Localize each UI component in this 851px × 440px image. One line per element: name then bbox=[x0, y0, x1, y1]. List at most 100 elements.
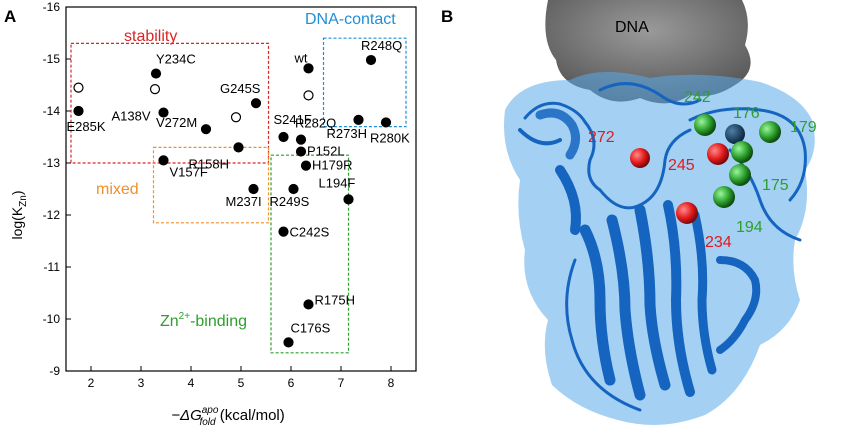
y-tick-label: -14 bbox=[43, 104, 61, 118]
y-tick-label: -16 bbox=[43, 0, 61, 14]
sphere-dark-icon bbox=[725, 124, 745, 144]
y-axis-title-sub: Zn bbox=[18, 195, 29, 207]
residue-label-245: 245 bbox=[668, 157, 695, 174]
x-axis-title-suffix: (kcal/mol) bbox=[216, 407, 285, 424]
sphere-green-194-icon bbox=[713, 186, 735, 208]
group-label-mixed: mixed bbox=[96, 181, 139, 198]
x-axis-title-prefix: −ΔG bbox=[171, 407, 202, 424]
data-point bbox=[380, 117, 392, 128]
data-point bbox=[288, 183, 299, 195]
x-tick-label: 7 bbox=[338, 376, 345, 390]
residue-label-175: 175 bbox=[762, 177, 789, 194]
point-label: L194F bbox=[319, 175, 356, 190]
sphere-green-175-icon bbox=[729, 164, 751, 186]
zn-end: -binding bbox=[190, 313, 247, 330]
group-label-zn-binding: Zn2+-binding bbox=[160, 311, 247, 330]
group-box-dna-contact bbox=[322, 37, 407, 128]
point-label: R273H bbox=[327, 126, 367, 141]
residue-label-194: 194 bbox=[736, 219, 763, 236]
y-tick-label: -15 bbox=[43, 52, 61, 66]
y-axis-title-end: ) bbox=[9, 190, 25, 195]
data-point bbox=[300, 160, 312, 171]
data-point bbox=[158, 155, 169, 166]
point-label: E285K bbox=[67, 119, 106, 134]
point-label: S241F bbox=[274, 112, 312, 127]
y-axis-title-main: log(K bbox=[9, 206, 25, 239]
point-label: R282Q bbox=[295, 116, 336, 131]
data-point bbox=[200, 124, 212, 135]
group-label-stability: stability bbox=[124, 28, 177, 45]
x-tick-label: 5 bbox=[238, 376, 245, 390]
dna-label: DNA bbox=[615, 19, 649, 36]
point-label: Y234C bbox=[156, 52, 196, 67]
data-point bbox=[283, 337, 294, 348]
point-label: H179R bbox=[312, 158, 352, 173]
data-point bbox=[150, 68, 162, 79]
data-point bbox=[158, 107, 169, 118]
data-point bbox=[250, 98, 262, 109]
data-point bbox=[248, 183, 259, 195]
point-label: R158H bbox=[189, 156, 229, 171]
y-tick-label: -12 bbox=[43, 208, 61, 222]
sphere-red-234-icon bbox=[676, 202, 698, 224]
data-point-open bbox=[149, 84, 161, 95]
data-point-open bbox=[230, 112, 242, 123]
sphere-green-179-icon bbox=[759, 121, 781, 143]
point-label: R249S bbox=[270, 194, 310, 209]
data-point bbox=[303, 63, 314, 74]
sphere-green-242-icon bbox=[694, 114, 716, 136]
group-box-mixed bbox=[152, 146, 270, 224]
point-label: V157F bbox=[170, 164, 208, 179]
x-axis-title-sup: apo bbox=[202, 405, 219, 416]
x-axis-title-sub: fold bbox=[199, 417, 216, 428]
x-tick-label: 6 bbox=[288, 376, 295, 390]
point-label: A138V bbox=[112, 109, 151, 124]
data-point bbox=[343, 194, 354, 205]
x-tick-label: 4 bbox=[188, 376, 195, 390]
sphere-red-245-icon bbox=[707, 143, 729, 165]
residue-label-242: 242 bbox=[684, 89, 711, 106]
residue-label-272: 272 bbox=[588, 129, 615, 146]
group-label-dna-contact: DNA-contact bbox=[305, 11, 396, 28]
sphere-green-176-icon bbox=[731, 141, 753, 163]
data-point bbox=[73, 105, 84, 117]
data-point-open bbox=[303, 90, 314, 101]
point-label: R175H bbox=[315, 292, 355, 307]
data-point bbox=[278, 131, 289, 143]
sphere-red-272-icon bbox=[630, 148, 650, 168]
x-tick-label: 2 bbox=[88, 376, 95, 390]
protein-cartoon bbox=[518, 82, 807, 412]
data-point bbox=[295, 146, 307, 157]
data-point bbox=[365, 54, 377, 66]
point-label: wt bbox=[294, 50, 308, 65]
group-box-stability bbox=[70, 42, 270, 164]
panel-a-label: A bbox=[4, 7, 16, 26]
y-tick-label: -10 bbox=[43, 312, 61, 326]
group-box-zn2-binding bbox=[270, 154, 350, 354]
point-label: P152L bbox=[307, 144, 345, 159]
data-point bbox=[353, 114, 364, 125]
residue-label-179: 179 bbox=[790, 119, 817, 136]
x-tick-label: 8 bbox=[388, 376, 395, 390]
zn-main: Zn bbox=[160, 313, 179, 330]
residue-label-234: 234 bbox=[705, 234, 732, 251]
data-point bbox=[278, 226, 289, 237]
data-point-open bbox=[73, 82, 84, 93]
point-label: R248Q bbox=[361, 38, 402, 53]
zn-sup: 2+ bbox=[179, 311, 191, 322]
panel-b-label: B bbox=[441, 7, 453, 26]
point-label: C176S bbox=[291, 320, 331, 335]
y-tick-label: -9 bbox=[49, 364, 60, 378]
data-point bbox=[303, 299, 314, 310]
point-label: G245S bbox=[220, 81, 261, 96]
data-point bbox=[295, 134, 307, 145]
y-tick-label: -13 bbox=[43, 156, 61, 170]
group-boxes bbox=[70, 37, 407, 354]
x-tick-label: 3 bbox=[138, 376, 145, 390]
point-label: R280K bbox=[370, 130, 410, 145]
